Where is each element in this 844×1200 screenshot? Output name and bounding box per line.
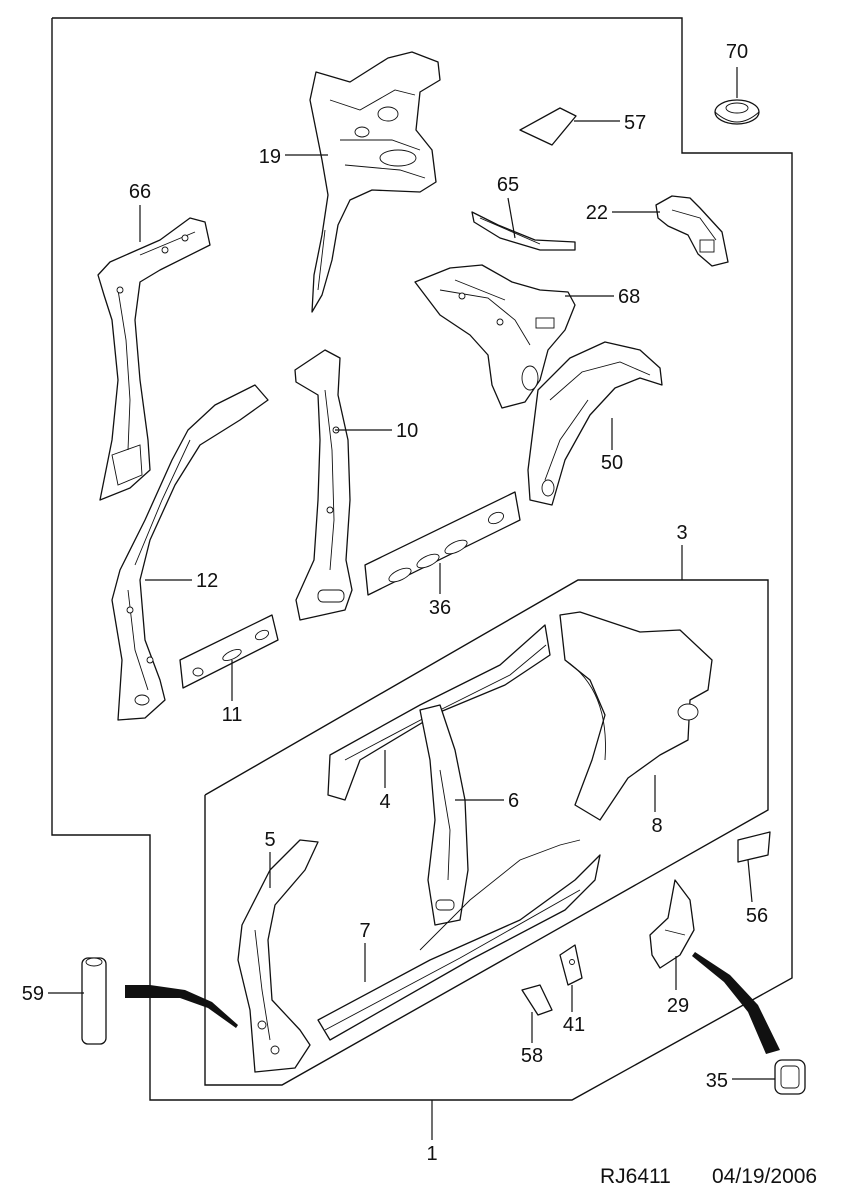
part-7-rocker <box>317 839 601 1041</box>
part-6-pillar <box>419 704 469 926</box>
callout-4: 4 <box>379 791 390 813</box>
drawing-date: 04/19/2006 <box>712 1165 817 1188</box>
callout-57: 57 <box>624 112 646 134</box>
part-36-rocker <box>364 491 521 596</box>
callout-58: 58 <box>521 1045 543 1067</box>
callout-36: 36 <box>429 597 451 619</box>
part-12-pillar <box>111 384 269 721</box>
group-1-outline <box>51 17 793 1101</box>
group-3-outline <box>204 579 769 1086</box>
callout-3: 3 <box>676 522 687 544</box>
callout-50: 50 <box>601 452 623 474</box>
callout-41: 41 <box>563 1014 585 1036</box>
sealing-bead-arrow-right <box>692 952 780 1054</box>
callout-7: 7 <box>359 920 370 942</box>
part-70-grommet <box>714 99 760 125</box>
leader-lines <box>48 67 775 1140</box>
part-10-pillar <box>294 349 353 621</box>
part-11-rocker <box>179 614 279 689</box>
callout-5: 5 <box>264 829 275 851</box>
callout-68: 68 <box>618 286 640 308</box>
part-35-plug <box>774 1059 806 1095</box>
footer: RJ6411 04/19/2006 <box>600 1165 817 1188</box>
callout-29: 29 <box>667 995 689 1017</box>
callout-56: 56 <box>746 905 768 927</box>
callout-22: 22 <box>586 202 608 224</box>
part-57-pad <box>519 107 577 146</box>
callout-19: 19 <box>259 146 281 168</box>
part-8-quarter-panel <box>559 611 713 821</box>
part-59-filler <box>81 957 107 1045</box>
part-50-wheel-arch <box>527 341 663 506</box>
part-41-bracket <box>559 944 583 986</box>
callout-59: 59 <box>22 983 44 1005</box>
callout-10: 10 <box>396 420 418 442</box>
callout-65: 65 <box>497 174 519 196</box>
part-58-bracket <box>521 984 553 1016</box>
callout-35: 35 <box>706 1070 728 1092</box>
part-22-bracket <box>655 195 729 267</box>
part-68-wheelhouse <box>414 264 576 409</box>
sealing-bead-arrow-left <box>125 985 238 1028</box>
callout-6: 6 <box>508 790 519 812</box>
callout-66: 66 <box>129 181 151 203</box>
part-66-pillar <box>97 217 211 501</box>
drawing-id: RJ6411 <box>600 1165 671 1188</box>
callout-11: 11 <box>222 704 243 726</box>
callout-12: 12 <box>196 570 218 592</box>
part-19-panel <box>309 51 441 313</box>
callout-8: 8 <box>651 815 662 837</box>
part-5-pillar <box>237 839 319 1073</box>
part-29-bracket <box>649 879 695 969</box>
callout-70: 70 <box>726 41 748 63</box>
part-56-pad <box>737 831 771 863</box>
callout-1: 1 <box>426 1143 437 1165</box>
part-65-rail <box>471 211 576 251</box>
callout-labels: 70 57 19 66 65 22 68 10 50 12 3 36 11 4 … <box>22 41 768 1165</box>
